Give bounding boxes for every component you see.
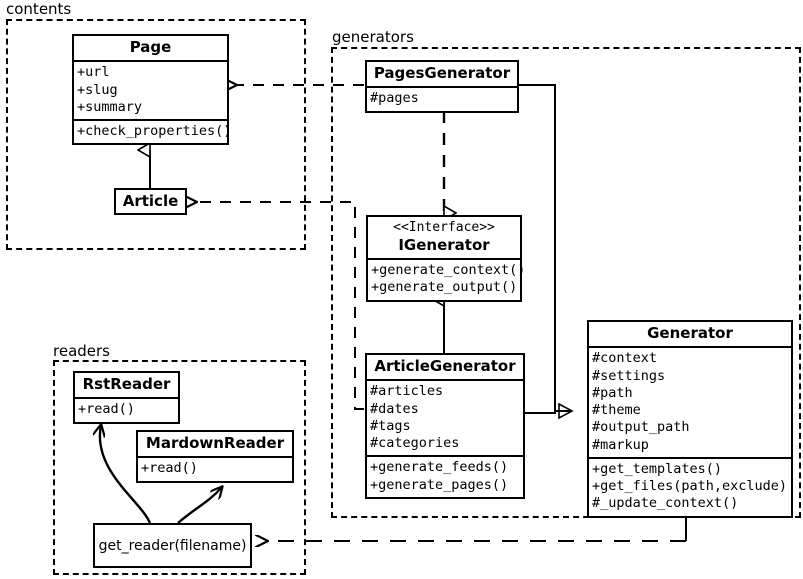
method: +generate_context()	[371, 262, 526, 279]
method: +generate_feeds()	[370, 459, 509, 476]
function-get-reader[interactable]: get_reader(filename)	[93, 523, 252, 568]
class-article-title: Article	[122, 192, 179, 210]
class-mardown-reader-methods: +read()	[138, 456, 292, 480]
class-generator[interactable]: Generator #context #settings #path #them…	[587, 320, 793, 518]
attribute: #context	[592, 350, 658, 367]
attribute: #categories	[370, 435, 460, 452]
class-igenerator[interactable]: <<Interface>> IGenerator +generate_conte…	[366, 215, 526, 302]
class-generator-attributes: #context #settings #path #theme #output_…	[589, 346, 791, 457]
class-article[interactable]: Article	[114, 188, 187, 216]
method: #_update_context()	[592, 495, 739, 512]
class-rst-reader-title: RstReader	[82, 375, 171, 393]
attribute: #pages	[370, 90, 419, 107]
class-page-attributes: +url +slug +summary	[74, 60, 227, 119]
class-article-generator-methods: +generate_feeds() +generate_pages()	[367, 455, 523, 497]
method: +check_properties()	[77, 123, 232, 140]
attribute: +summary	[77, 98, 143, 115]
class-page-title: Page	[129, 38, 172, 56]
class-pages-generator-attributes: #pages	[367, 86, 517, 110]
method: +get_files(path,exclude)	[592, 478, 788, 495]
class-pages-generator[interactable]: PagesGenerator #pages	[365, 60, 519, 113]
contents-package-label: contents	[4, 0, 74, 18]
attribute: #settings	[592, 367, 666, 384]
class-article-generator-attributes: #articles #dates #tags #categories	[367, 379, 523, 455]
generators-package-label: generators	[330, 28, 416, 46]
method: +generate_pages()	[370, 476, 509, 493]
attribute: #theme	[592, 402, 641, 419]
attribute: #output_path	[592, 419, 690, 436]
class-article-generator-title: ArticleGenerator	[374, 357, 516, 375]
attribute: +url	[77, 64, 110, 81]
readers-package-label: readers	[51, 342, 112, 360]
class-page[interactable]: Page +url +slug +summary +check_properti…	[72, 34, 232, 146]
attribute: +slug	[77, 81, 118, 98]
class-pages-generator-title: PagesGenerator	[373, 64, 511, 82]
readers-package-frame	[53, 360, 306, 575]
attribute: #tags	[370, 417, 411, 434]
method: +get_templates()	[592, 460, 723, 477]
method: +generate_output()	[371, 279, 518, 296]
class-igenerator-name: IGenerator	[398, 235, 490, 254]
attribute: #markup	[592, 436, 649, 453]
class-page-methods: +check_properties()	[74, 119, 232, 143]
class-article-generator[interactable]: ArticleGenerator #articles #dates #tags …	[365, 353, 525, 499]
contents-package-frame	[6, 19, 306, 250]
class-igenerator-title: <<Interface>> IGenerator	[368, 217, 520, 258]
class-mardown-reader-title: MardownReader	[145, 434, 285, 452]
class-generator-methods: +get_templates() +get_files(path,exclude…	[589, 456, 791, 516]
class-igenerator-stereotype: <<Interface>>	[393, 220, 495, 235]
method: +read()	[141, 460, 198, 477]
class-igenerator-methods: +generate_context() +generate_output()	[368, 258, 526, 300]
class-rst-reader[interactable]: RstReader +read()	[73, 371, 180, 424]
class-generator-title: Generator	[647, 324, 733, 342]
attribute: #articles	[370, 383, 444, 400]
attribute: #dates	[370, 400, 419, 417]
class-rst-reader-methods: +read()	[75, 397, 178, 421]
attribute: #path	[592, 384, 633, 401]
method: +read()	[78, 401, 135, 418]
class-mardown-reader[interactable]: MardownReader +read()	[136, 430, 294, 483]
function-get-reader-label: get_reader(filename)	[98, 537, 247, 554]
